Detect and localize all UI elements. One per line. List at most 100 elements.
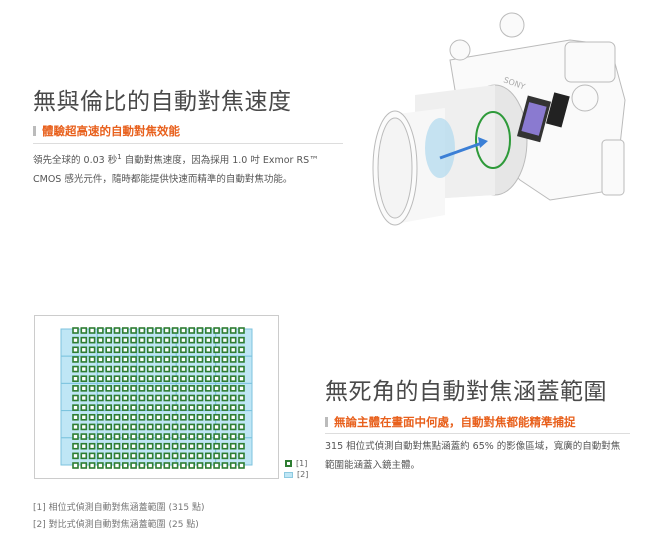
contrast-swatch <box>284 471 293 478</box>
phase-af-point <box>138 433 146 440</box>
phase-af-point <box>180 442 187 450</box>
phase-af-point <box>213 433 220 440</box>
phase-af-point <box>229 385 237 392</box>
phase-af-point <box>105 365 112 373</box>
body-text: 315 相位式偵測自動對焦點涵蓋約 65% 的影像區域，寬廣的自動對焦 <box>325 441 621 452</box>
phase-af-point <box>155 327 162 334</box>
phase-af-point <box>196 413 204 421</box>
phase-af-point <box>163 462 171 469</box>
phase-af-point <box>72 356 79 363</box>
legend-label: [1] <box>296 459 308 468</box>
phase-af-point <box>122 442 129 450</box>
subtitle-marker <box>325 417 328 427</box>
phase-af-point <box>80 375 88 383</box>
phase-af-point <box>238 433 245 440</box>
phase-af-point <box>180 462 187 469</box>
phase-af-point <box>88 413 96 421</box>
phase-af-point <box>163 327 171 334</box>
phase-af-point <box>163 394 171 402</box>
phase-af-point <box>163 452 171 460</box>
phase-af-point <box>238 413 245 421</box>
phase-af-point <box>113 394 121 402</box>
contrast-af-area <box>175 437 217 466</box>
phase-af-point <box>138 452 146 460</box>
phase-af-point <box>97 413 104 421</box>
phase-af-point <box>213 394 220 402</box>
phase-af-point <box>155 404 162 411</box>
phase-af-point <box>122 356 129 363</box>
phase-af-point <box>163 385 171 392</box>
phase-af-point <box>146 327 154 334</box>
phase-af-point <box>238 365 245 373</box>
phase-af-point <box>171 452 179 460</box>
phase-af-point <box>113 365 121 373</box>
phase-af-point <box>155 462 162 469</box>
phase-af-point <box>146 375 154 383</box>
phase-af-point <box>171 462 179 469</box>
phase-af-point <box>163 365 171 373</box>
phase-af-point <box>146 385 154 392</box>
phase-af-point <box>229 452 237 460</box>
phase-af-point <box>180 375 187 383</box>
phase-af-point <box>88 423 96 431</box>
phase-af-point <box>188 365 195 373</box>
phase-af-point <box>97 394 104 402</box>
body-text: 自動對焦速度，因為採用 1.0 吋 Exmor RS™ <box>121 155 319 167</box>
phase-af-point <box>146 346 154 354</box>
phase-af-point <box>155 385 162 392</box>
phase-af-point <box>205 413 212 421</box>
phase-af-point <box>171 433 179 440</box>
phase-af-point <box>72 404 79 411</box>
af-grid <box>60 327 253 469</box>
phase-af-point <box>188 336 195 344</box>
phase-af-point <box>180 433 187 440</box>
phase-af-point <box>229 356 237 363</box>
phase-af-point <box>213 375 220 383</box>
phase-af-point <box>238 336 245 344</box>
phase-af-point <box>146 394 154 402</box>
phase-af-point <box>155 423 162 431</box>
phase-af-point <box>88 394 96 402</box>
phase-af-point <box>97 462 104 469</box>
phase-af-point <box>196 356 204 363</box>
phase-af-point <box>171 404 179 411</box>
phase-af-point <box>88 433 96 440</box>
phase-af-point <box>238 346 245 354</box>
body-text: 領先全球的 0.03 秒 <box>33 155 118 167</box>
phase-af-point <box>155 442 162 450</box>
phase-af-point <box>80 327 88 334</box>
phase-af-point <box>146 336 154 344</box>
phase-af-point <box>146 413 154 421</box>
phase-af-point <box>205 375 212 383</box>
phase-af-point <box>180 452 187 460</box>
phase-af-point <box>97 365 104 373</box>
phase-af-point <box>188 404 195 411</box>
phase-af-point <box>88 452 96 460</box>
phase-af-point <box>229 442 237 450</box>
phase-af-point <box>238 442 245 450</box>
phase-af-point <box>213 423 220 431</box>
phase-af-point <box>146 452 154 460</box>
phase-af-point <box>229 423 237 431</box>
phase-af-point <box>138 404 146 411</box>
phase-af-point <box>130 365 137 373</box>
phase-af-point <box>88 336 96 344</box>
phase-af-point <box>171 336 179 344</box>
phase-af-point <box>221 452 229 460</box>
phase-af-point <box>138 413 146 421</box>
phase-af-point <box>155 433 162 440</box>
phase-af-point <box>88 462 96 469</box>
phase-af-point <box>88 365 96 373</box>
phase-af-point <box>88 442 96 450</box>
phase-af-point <box>196 327 204 334</box>
phase-af-point <box>97 423 104 431</box>
phase-af-point <box>105 423 112 431</box>
phase-af-point <box>238 375 245 383</box>
footnote-1: [1] 相位式偵測自動對焦涵蓋範圍 (315 點) <box>33 503 205 513</box>
phase-af-point <box>205 336 212 344</box>
phase-af-point <box>97 375 104 383</box>
phase-af-point <box>97 442 104 450</box>
phase-af-point <box>88 375 96 383</box>
phase-af-point <box>155 452 162 460</box>
phase-af-point <box>180 413 187 421</box>
